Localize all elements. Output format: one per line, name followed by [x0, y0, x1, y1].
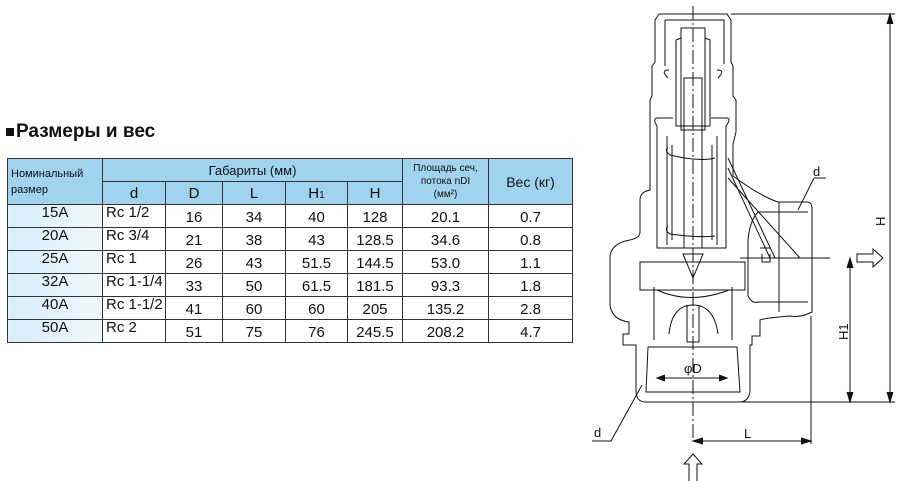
label-d-inlet: d	[594, 425, 601, 440]
cell-thread-d: Rc 3/4	[102, 227, 166, 251]
label-phiD: φD	[684, 361, 702, 376]
cell-weight: 0.8	[488, 227, 573, 251]
cell-height-H1: 61.5	[285, 273, 348, 297]
cell-weight: 4.7	[488, 319, 573, 343]
cell-diameter-D: 51	[165, 319, 223, 343]
cell-flow-area: 208.2	[402, 319, 489, 343]
header-dimensions: Габариты (мм)	[102, 158, 403, 182]
cell-nominal-size: 32A	[7, 273, 103, 297]
cell-height-H: 128	[347, 204, 403, 228]
section-title: Размеры и вес	[6, 121, 155, 143]
cell-diameter-D: 33	[165, 273, 223, 297]
cell-height-H1: 76	[285, 319, 348, 343]
cell-weight: 0.7	[488, 204, 573, 228]
label-d-outlet: d	[813, 164, 820, 179]
cell-thread-d: Rc 1/2	[102, 204, 166, 228]
bullet-square-icon	[6, 128, 14, 136]
cell-height-H: 245.5	[347, 319, 403, 343]
outlet-flow-arrow-icon	[856, 247, 884, 269]
header-D: D	[165, 181, 223, 205]
label-L: L	[744, 426, 751, 441]
label-H1: H1	[836, 323, 851, 340]
cell-length-L: 34	[222, 204, 286, 228]
cell-nominal-size: 40A	[7, 296, 103, 320]
cell-flow-area: 34.6	[402, 227, 489, 251]
cell-nominal-size: 25A	[7, 250, 103, 274]
cell-nominal-size: 20A	[7, 227, 103, 251]
flow-area-line1: Площадь сеч,	[413, 163, 478, 174]
inlet-flow-arrow-icon	[682, 453, 704, 481]
valve-body-outline	[609, 13, 813, 403]
dimension-lines	[592, 6, 895, 445]
cell-length-L: 38	[222, 227, 286, 251]
dimensions-table: Номинальный размер Габариты (мм) Площадь…	[7, 158, 573, 343]
header-flow-area: Площадь сеч, потока nDI (мм²)	[402, 158, 489, 205]
cell-nominal-size: 50A	[7, 319, 103, 343]
flow-area-line3: (мм²)	[433, 189, 458, 200]
header-nominal-size: Номинальный размер	[7, 158, 103, 205]
cell-height-H: 128.5	[347, 227, 403, 251]
cell-height-H: 205	[347, 296, 403, 320]
cell-height-H: 144.5	[347, 250, 403, 274]
label-H: H	[873, 217, 888, 226]
header-d: d	[102, 181, 166, 205]
section-title-text: Размеры и вес	[16, 121, 156, 142]
cell-thread-d: Rc 2	[102, 319, 166, 343]
flow-area-line2: потока nDI	[420, 176, 471, 187]
cell-diameter-D: 41	[165, 296, 223, 320]
header-H: H	[347, 181, 403, 205]
cell-flow-area: 53.0	[402, 250, 489, 274]
header-H1: H1	[285, 181, 348, 205]
cell-length-L: 75	[222, 319, 286, 343]
header-L: L	[222, 181, 286, 205]
header-weight: Вес (кг)	[488, 158, 573, 205]
cell-weight: 1.8	[488, 273, 573, 297]
